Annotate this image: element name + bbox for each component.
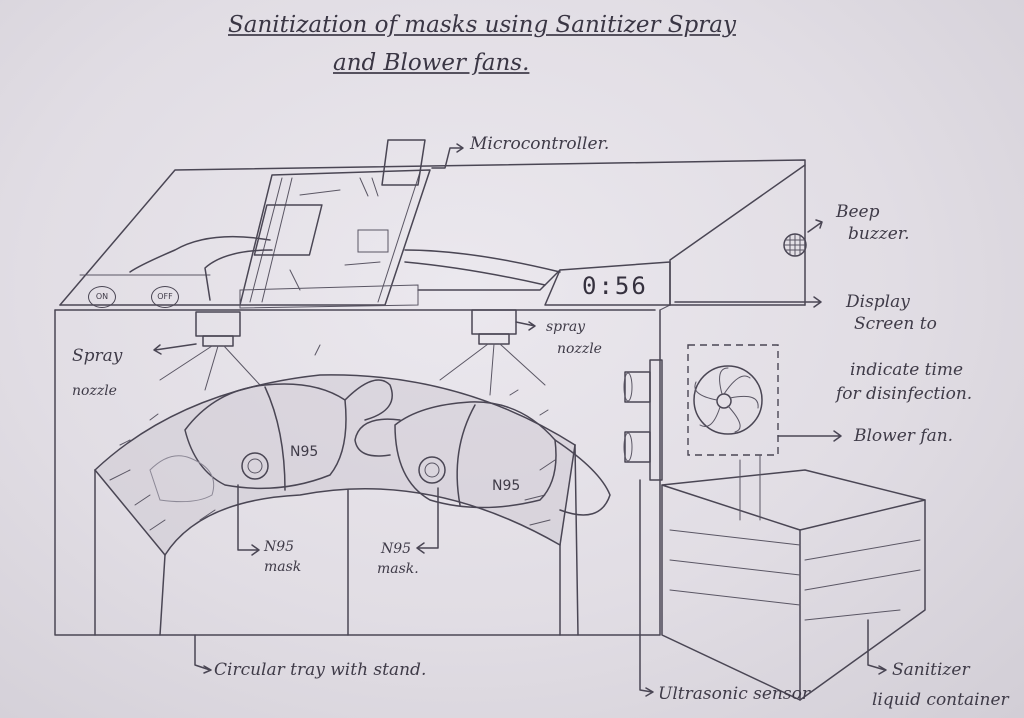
diagram-title-line2: and Blower fans. (333, 48, 529, 78)
label-display-line4: for disinfection. (836, 384, 972, 404)
label-spray-nozzle-left-line2: nozzle (72, 382, 117, 400)
label-ultrasonic-sensor: Ultrasonic sensor (658, 684, 810, 704)
label-n95-left-line1: N95 (264, 538, 294, 556)
label-n95-left-line2: mask (264, 558, 301, 576)
label-sanitizer-line2: liquid container (872, 690, 1009, 710)
label-display-line1: Display (846, 292, 910, 312)
spray-nozzle-left-shape (160, 312, 260, 390)
n95-mask-left-print: N95 (290, 444, 318, 460)
sanitizer-container-shape (662, 455, 925, 700)
label-spray-nozzle-right-line2: nozzle (557, 340, 602, 358)
label-microcontroller: Microcontroller. (470, 134, 609, 154)
label-circular-tray: Circular tray with stand. (214, 660, 426, 680)
display-time-readout: 0:56 (582, 272, 648, 300)
label-beep-buzzer-line2: buzzer. (848, 224, 909, 244)
label-n95-right-line2: mask. (377, 560, 419, 578)
on-switch: ON (88, 286, 116, 308)
label-display-line3: indicate time (850, 360, 963, 380)
label-beep-buzzer-line1: Beep (836, 202, 880, 222)
diagram-title-line1: Sanitization of masks using Sanitizer Sp… (228, 10, 736, 40)
label-n95-right-line1: N95 (381, 540, 411, 558)
blower-fan-shape (688, 345, 778, 455)
label-sanitizer-line1: Sanitizer (892, 660, 970, 680)
off-switch: OFF (151, 286, 179, 308)
beep-buzzer (784, 234, 806, 256)
microcontroller-board (240, 140, 430, 308)
n95-mask-right-print: N95 (492, 478, 520, 494)
label-spray-nozzle-left-line1: Spray (72, 346, 122, 366)
label-display-line2: Screen to (854, 314, 937, 334)
ultrasonic-sensor-shape (624, 360, 662, 480)
label-spray-nozzle-right-line1: spray (546, 318, 585, 336)
label-blower-fan: Blower fan. (854, 426, 953, 446)
spray-shading (95, 375, 575, 555)
